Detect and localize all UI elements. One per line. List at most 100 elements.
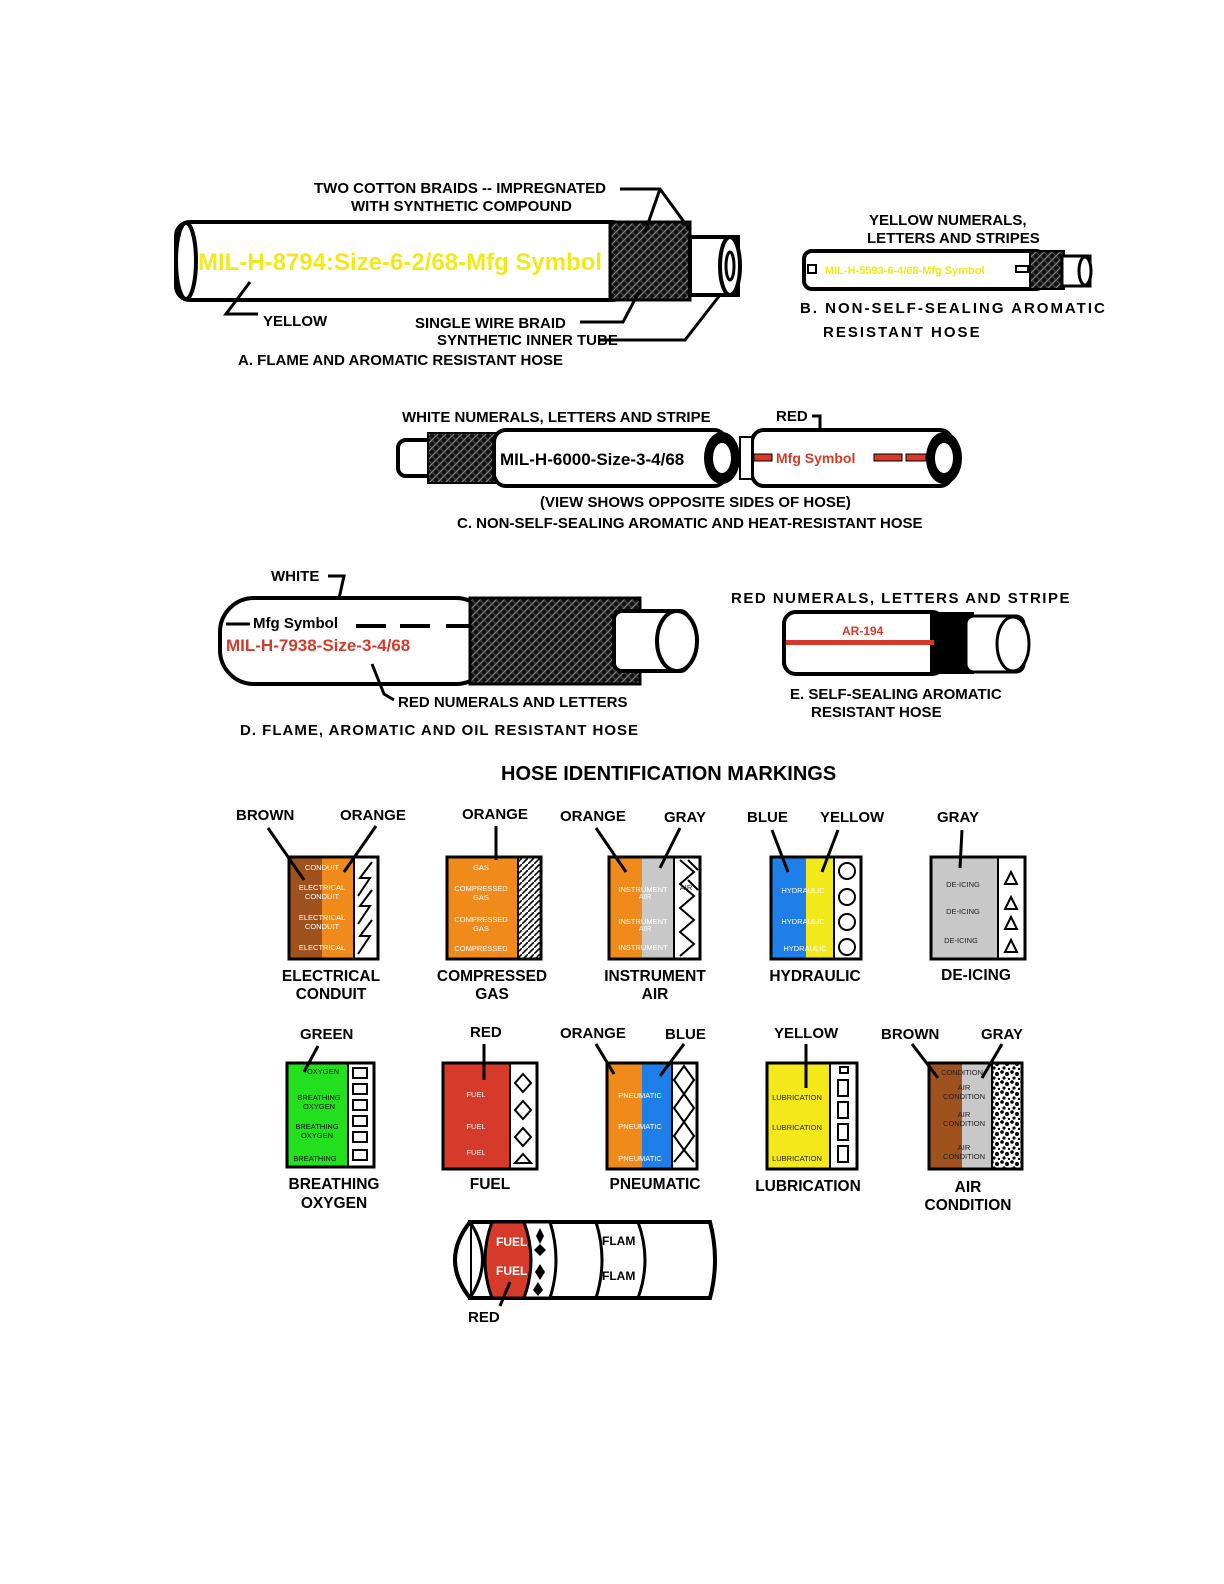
marking-text: FUEL <box>466 1090 485 1099</box>
marking-compressed-gas: ORANGE GAS COMPRESSED GAS COMPRESSED GAS… <box>437 806 547 1003</box>
marking-de-icing: GRAY DE-ICING DE-ICING DE-ICING DE-ICING <box>929 809 1027 984</box>
marking-text: AIR <box>958 1143 971 1152</box>
hose-d-marking-main: MIL-H-7938-Size-3-4/68 <box>226 636 410 655</box>
marking-text: LUBRICATION <box>772 1154 822 1163</box>
marking-text: GAS <box>473 863 489 872</box>
marking-fuel: RED FUEL FUEL FUEL FUEL <box>441 1024 539 1193</box>
color-label-orange: ORANGE <box>340 807 406 824</box>
color-label-blue: BLUE <box>665 1026 706 1043</box>
marking-caption: COMPRESSED <box>437 968 547 985</box>
circle-icon <box>838 862 856 956</box>
marking-caption: FUEL <box>470 1176 510 1193</box>
hose-d-caption: D. FLAME, AROMATIC AND OIL RESISTANT HOS… <box>240 722 639 739</box>
marking-text: INSTRUMENT <box>618 943 668 952</box>
marking-text: LUBRICATION <box>772 1123 822 1132</box>
example-band-text: FUEL <box>496 1235 527 1249</box>
marking-text: OXYGEN <box>303 1102 335 1111</box>
marking-text: CONDUIT <box>305 922 340 931</box>
marking-text: PNEUMATIC <box>618 1122 662 1131</box>
marking-text: INSTRUMENT <box>618 885 668 894</box>
hose-b: YELLOW NUMERALS, LETTERS AND STRIPES MIL… <box>800 212 1105 341</box>
marking-text: BREATHING <box>297 1093 340 1102</box>
marking-caption: ELECTRICAL <box>282 968 380 985</box>
marking-caption: LUBRICATION <box>755 1178 861 1195</box>
markings-title: HOSE IDENTIFICATION MARKINGS <box>501 763 836 785</box>
color-label-green: GREEN <box>300 1026 353 1043</box>
star-diamond-icon <box>533 1228 546 1296</box>
marking-caption: DE-ICING <box>941 967 1011 984</box>
hose-b-marking: MIL-H-5593-6-4/68-Mfg Symbol <box>825 265 985 277</box>
hose-c-callout-red: RED <box>776 408 808 425</box>
marking-caption: CONDITION <box>925 1197 1012 1214</box>
hose-c-callout-white: WHITE NUMERALS, LETTERS AND STRIPE <box>402 409 711 426</box>
marking-text: GAS <box>473 924 489 933</box>
hose-d-callout-white: WHITE <box>271 568 319 585</box>
hose-c: WHITE NUMERALS, LETTERS AND STRIPE RED M… <box>396 408 962 532</box>
marking-text: PNEUMATIC <box>618 1154 662 1163</box>
color-label-yellow: YELLOW <box>774 1025 839 1042</box>
hose-a-callout-wire: SINGLE WIRE BRAID <box>415 315 566 332</box>
marking-text: FUEL <box>466 1148 485 1157</box>
marking-caption: PNEUMATIC <box>610 1176 701 1193</box>
marking-text: AIR <box>958 1110 971 1119</box>
marking-lubrication: YELLOW LUBRICATION LUBRICATION LUBRICATI… <box>755 1025 861 1195</box>
hose-c-marking-left: MIL-H-6000-Size-3-4/68 <box>500 450 684 469</box>
example-flam-text: FLAM <box>602 1269 635 1283</box>
marking-text: DE-ICING <box>946 880 980 889</box>
marking-caption: BREATHING <box>289 1176 380 1193</box>
marking-air-condition: BROWN GRAY CONDITION AIR CONDITION AIR C… <box>881 1026 1024 1214</box>
hose-d: WHITE Mfg Symbol MIL-H-7938-Size-3-4/68 … <box>218 568 699 739</box>
hose-a-callout-braids-1: TWO COTTON BRAIDS -- IMPREGNATED <box>314 180 606 197</box>
marking-text: FUEL <box>466 1122 485 1131</box>
triangle-icon <box>1003 869 1019 953</box>
marking-caption: OXYGEN <box>301 1195 367 1212</box>
hose-c-note: (VIEW SHOWS OPPOSITE SIDES OF HOSE) <box>540 494 851 511</box>
marking-text: GAS <box>473 893 489 902</box>
hose-e: RED NUMERALS, LETTERS AND STRIPE AR-194 … <box>731 590 1071 721</box>
example-flam-text: FLAM <box>602 1234 635 1248</box>
hose-c-marking-right: Mfg Symbol <box>776 450 855 466</box>
hose-a-callout-braids-2: WITH SYNTHETIC COMPOUND <box>351 198 572 215</box>
marking-text: HYDRAULIC <box>781 917 825 926</box>
example-callout-red: RED <box>468 1309 500 1326</box>
color-label-red: RED <box>470 1024 502 1041</box>
marking-text: OXYGEN <box>307 1067 339 1076</box>
marking-text: COMPRESSED <box>454 944 508 953</box>
marking-caption: INSTRUMENT <box>604 968 706 985</box>
bar-icon <box>837 1066 849 1163</box>
marking-text: HYDRAULIC <box>783 944 827 953</box>
marking-text: COMPRESSED <box>454 884 508 893</box>
color-label-yellow: YELLOW <box>820 809 885 826</box>
marking-instrument-air: ORANGE GRAY INSTRUMENT AIR INSTRUMENT AI… <box>560 808 706 1003</box>
hose-b-callout-2: LETTERS AND STRIPES <box>867 230 1040 247</box>
marking-text: ELECTRICAL <box>299 883 345 892</box>
color-label-orange: ORANGE <box>560 1025 626 1042</box>
marking-text: ELECTRICAL <box>299 913 345 922</box>
hose-d-marking-top: Mfg Symbol <box>253 615 338 632</box>
hose-a-callout-yellow: YELLOW <box>263 313 328 330</box>
marking-text: HYDRAULIC <box>781 886 825 895</box>
marking-electrical-conduit: BROWN ORANGE CONDUIT ELECTRICAL CONDUIT … <box>236 807 406 1003</box>
hose-e-caption-1: E. SELF-SEALING AROMATIC <box>790 686 1002 703</box>
hose-e-callout: RED NUMERALS, LETTERS AND STRIPE <box>731 590 1071 607</box>
zigzag-icon <box>678 859 696 957</box>
marking-text: INSTRUMENT <box>618 917 668 926</box>
color-label-brown: BROWN <box>236 807 294 824</box>
hatch-icon <box>518 858 540 958</box>
marking-caption: AIR <box>642 986 669 1003</box>
hose-b-callout-1: YELLOW NUMERALS, <box>869 212 1027 229</box>
hose-d-callout-red: RED NUMERALS AND LETTERS <box>398 694 627 711</box>
marking-text: AIR <box>639 892 652 901</box>
marking-text: COMPRESSED <box>454 915 508 924</box>
star-diamond-icon <box>512 1072 534 1164</box>
marking-text: CONDITION <box>941 1068 983 1077</box>
marking-caption: CONDUIT <box>296 986 367 1003</box>
color-label-orange: ORANGE <box>462 806 528 823</box>
marking-text: AIR <box>639 924 652 933</box>
example-band-text: FUEL <box>496 1264 527 1278</box>
marking-text: CONDITION <box>943 1119 985 1128</box>
hose-e-marking: AR-194 <box>842 624 884 638</box>
square-icon <box>352 1067 368 1161</box>
speckle-icon <box>992 1064 1022 1168</box>
